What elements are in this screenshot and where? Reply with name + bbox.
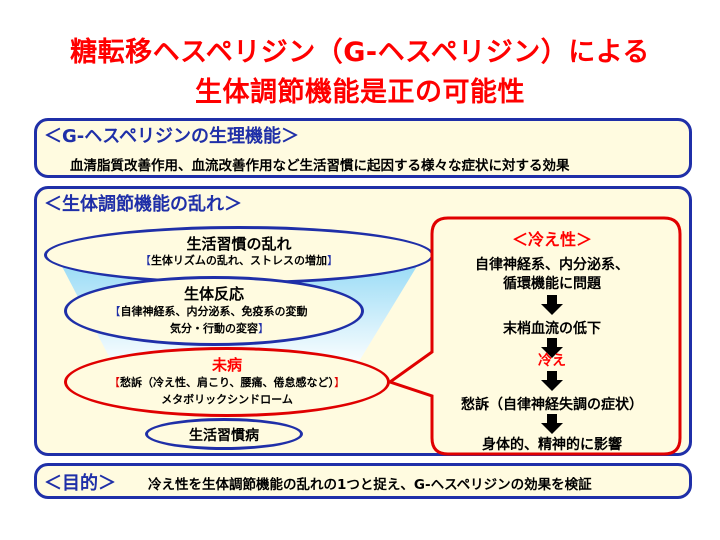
purpose-panel	[34, 463, 692, 499]
down-arrow-icon	[541, 338, 563, 358]
stage-mibyou-detail-2: メタボリックシンドローム	[161, 393, 293, 406]
down-arrow-icon	[541, 295, 563, 315]
down-arrow-icon	[541, 414, 563, 434]
stage-lifestyle-disorder-detail: 【生体リズムの乱れ、ストレスの増加】	[44, 252, 434, 268]
right-bracket-icon: 】	[327, 254, 339, 267]
left-bracket-icon: 【	[108, 376, 120, 389]
cold-step-5: 身体的、精神的に影響	[482, 437, 622, 453]
cold-step-1-line-2: 循環機能に問題	[503, 276, 601, 292]
physiology-text: 血清脂質改善作用、血流改善作用など生活習慣に起因する様々な症状に対する効果	[70, 158, 570, 174]
left-bracket-icon: 【	[109, 305, 121, 318]
stage-body-response-ellipse	[64, 276, 364, 346]
stage-lifestyle-disease-ellipse	[145, 418, 303, 450]
disorder-heading: ＜生体調節機能の乱れ＞	[44, 194, 242, 215]
stage-body-response-detail-2: 【気分・行動の変容】	[64, 320, 364, 336]
stage-body-response-detail-1-text: 自律神経系、内分泌系、免疫系の変動	[120, 305, 308, 318]
physiology-panel	[34, 118, 692, 178]
stage-body-response-title: 生体反応	[183, 285, 244, 303]
cold-step-4: 愁訴（自律神経失調の症状）	[461, 397, 643, 413]
stage-lifestyle-detail-text: 生体リズムの乱れ、ストレスの増加	[150, 254, 328, 267]
physiology-heading: ＜G-ヘスペリジンの生理機能＞	[44, 126, 299, 147]
stage-mibyou-detail-1: 【愁訴（冷え性、肩こり、腰痛、倦怠感など）】	[64, 374, 390, 390]
right-bracket-icon: 】	[334, 376, 346, 389]
left-bracket-icon: 【	[139, 254, 151, 267]
down-arrow-icon	[541, 371, 563, 391]
title-line-2: 生体調節機能是正の可能性	[195, 77, 525, 108]
purpose-heading: ＜目的＞	[44, 473, 116, 494]
purpose-text: 冷え性を生体調節機能の乱れの1つと捉え、G-ヘスペリジンの効果を検証	[148, 477, 592, 493]
stage-body-response-detail-1: 【自律神経系、内分泌系、免疫系の変動】	[64, 303, 364, 319]
cold-step-2: 末梢血流の低下	[503, 321, 601, 337]
stage-mibyou-title: 未病	[211, 356, 242, 374]
stage-lifestyle-disease-title: 生活習慣病	[189, 428, 259, 444]
right-bracket-icon: 】	[258, 322, 269, 335]
cold-step-3: 冷え	[538, 353, 566, 369]
stage-body-response-detail-2-text: 気分・行動の変容	[170, 322, 258, 335]
title-line-1: 糖転移ヘスペリジン（G-ヘスペリジン）による	[70, 37, 650, 68]
stage-lifestyle-disorder-title: 生活習慣の乱れ	[186, 235, 292, 253]
cold-step-1-line-1: 自律神経系、内分泌系、	[475, 257, 629, 273]
cold-heading: ＜冷え性＞	[511, 230, 592, 249]
stage-mibyou-ellipse	[64, 347, 390, 417]
stage-mibyou-detail-1-text: 愁訴（冷え性、肩こり、腰痛、倦怠感など）	[119, 376, 335, 389]
